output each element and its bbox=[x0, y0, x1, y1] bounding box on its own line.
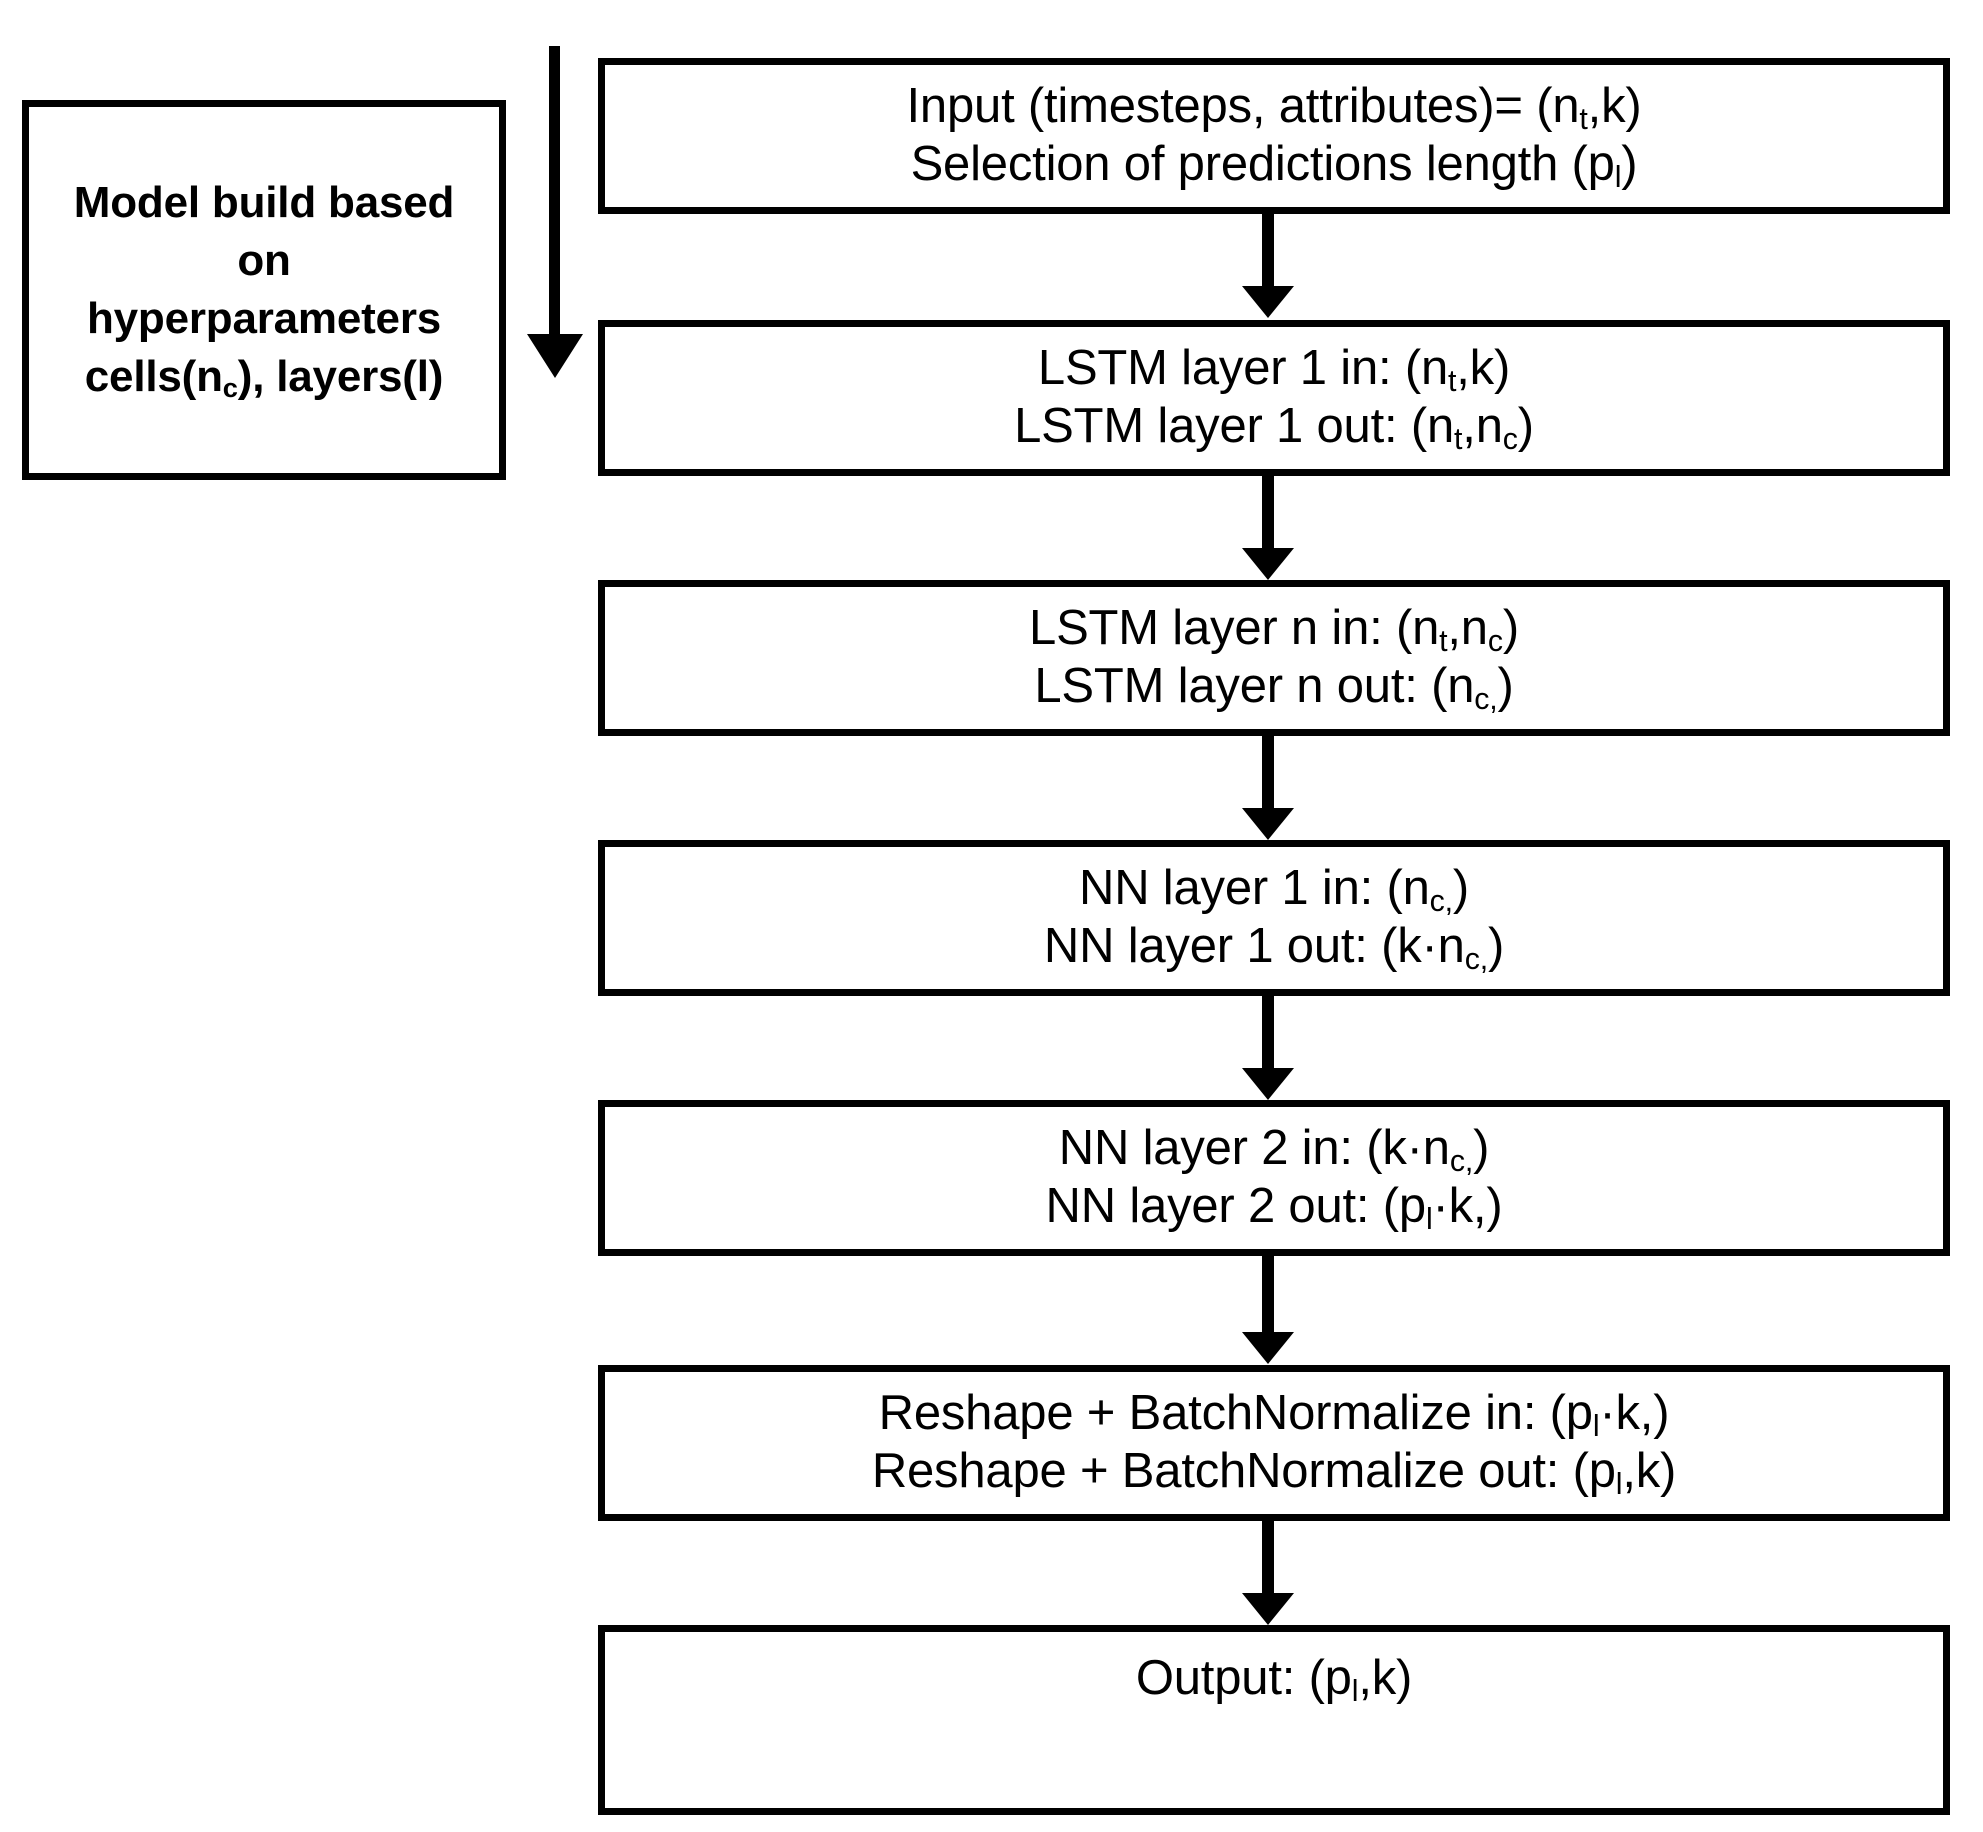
model-build-flow-arrow-icon bbox=[549, 46, 560, 336]
edge-arrow-nn-layer-2-to-reshape-batchnormalize bbox=[1262, 1256, 1274, 1334]
output-node-line-1: Output: (pl,k) bbox=[1135, 1651, 1413, 1708]
model-build-note-box: Model build based on hyperparameters cel… bbox=[22, 100, 506, 480]
model-build-note-line-3: hyperparameters bbox=[86, 294, 442, 343]
edge-arrow-input-to-lstm-layer-1 bbox=[1262, 214, 1274, 288]
model-build-note-line-4: cells(nc), layers(l) bbox=[84, 352, 444, 404]
nn-layer-2-node: NN layer 2 in: (k·nc,) NN layer 2 out: (… bbox=[598, 1100, 1950, 1256]
edge-arrow-lstm-layer-1-to-lstm-layer-n bbox=[1262, 476, 1274, 550]
input-node-line-2: Selection of predictions length (pl) bbox=[910, 137, 1638, 194]
model-build-note-line-2: on bbox=[237, 235, 291, 285]
lstm-layer-1-node-line-2: LSTM layer 1 out: (nt,nc) bbox=[1014, 399, 1534, 456]
model-build-note-line-1: Model build based bbox=[73, 177, 455, 227]
lstm-layer-1-node-line-1: LSTM layer 1 in: (nt,k) bbox=[1037, 341, 1511, 398]
reshape-batchnormalize-node: Reshape + BatchNormalize in: (pl·k,) Res… bbox=[598, 1365, 1950, 1521]
output-node: Output: (pl,k) bbox=[598, 1625, 1950, 1815]
edge-arrow-reshape-batchnormalize-to-output bbox=[1262, 1521, 1274, 1595]
lstm-layer-n-node: LSTM layer n in: (nt,nc) LSTM layer n ou… bbox=[598, 580, 1950, 736]
lstm-layer-n-node-line-1: LSTM layer n in: (nt,nc) bbox=[1029, 601, 1519, 658]
nn-layer-1-node: NN layer 1 in: (nc,) NN layer 1 out: (k·… bbox=[598, 840, 1950, 996]
edge-arrow-nn-layer-1-to-nn-layer-2 bbox=[1262, 996, 1274, 1070]
edge-arrow-lstm-layer-n-to-nn-layer-1 bbox=[1262, 736, 1274, 810]
lstm-layer-1-node: LSTM layer 1 in: (nt,k) LSTM layer 1 out… bbox=[598, 320, 1950, 476]
reshape-batchnormalize-node-line-1: Reshape + BatchNormalize in: (pl·k,) bbox=[878, 1386, 1670, 1443]
nn-layer-2-node-line-1: NN layer 2 in: (k·nc,) bbox=[1058, 1121, 1490, 1178]
input-node-line-1: Input (timesteps, attributes)= (nt,k) bbox=[906, 79, 1642, 136]
nn-layer-2-node-line-2: NN layer 2 out: (pl·k,) bbox=[1045, 1179, 1503, 1236]
nn-layer-1-node-line-1: NN layer 1 in: (nc,) bbox=[1079, 861, 1469, 918]
lstm-layer-n-node-line-2: LSTM layer n out: (nc,) bbox=[1034, 659, 1514, 716]
input-node: Input (timesteps, attributes)= (nt,k) Se… bbox=[598, 58, 1950, 214]
reshape-batchnormalize-node-line-2: Reshape + BatchNormalize out: (pl,k) bbox=[871, 1444, 1677, 1501]
nn-layer-1-node-line-2: NN layer 1 out: (k·nc,) bbox=[1043, 919, 1505, 976]
